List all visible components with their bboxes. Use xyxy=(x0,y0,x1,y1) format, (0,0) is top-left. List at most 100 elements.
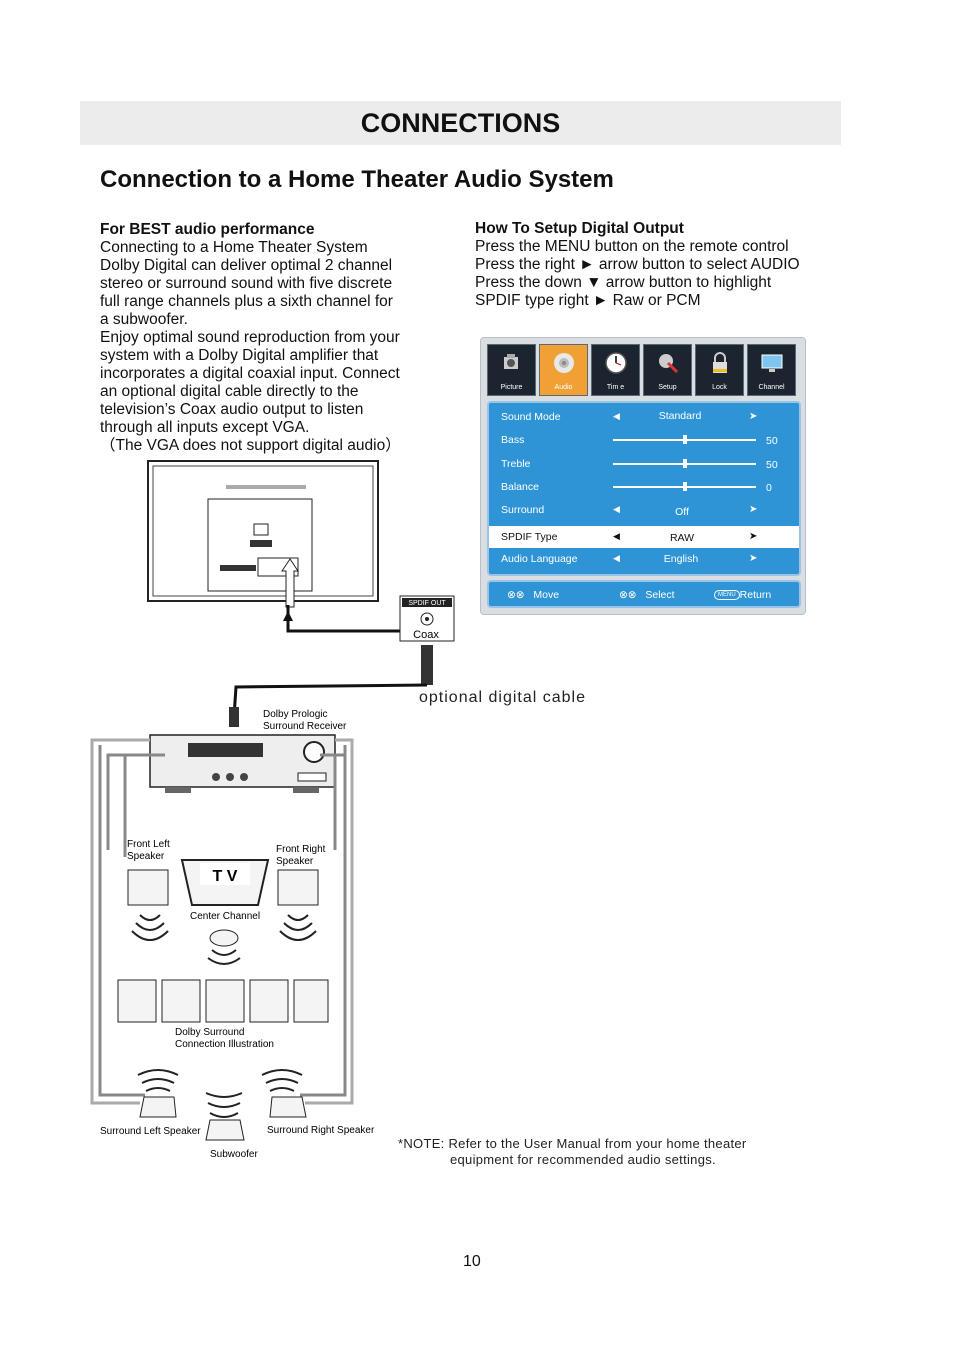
row-spdif-type[interactable]: SPDIF Type ◀ RAW ➤ xyxy=(489,526,799,548)
leftright-icon: ⊗⊗ xyxy=(619,589,637,601)
front-right-label: Front Right xyxy=(276,844,326,855)
tab-lock[interactable]: Lock xyxy=(695,344,744,396)
text-line: Enjoy optimal sound reproduction from yo… xyxy=(100,329,400,346)
tab-time[interactable]: Tim e xyxy=(591,344,640,396)
cable-plug-icon xyxy=(421,645,433,685)
bass-slider-knob[interactable] xyxy=(682,435,687,444)
tab-channel[interactable]: Channel xyxy=(747,344,796,396)
tv-front xyxy=(180,859,270,906)
page-title: CONNECTIONS xyxy=(360,108,561,138)
best-audio-heading: For BEST audio performance xyxy=(100,221,315,238)
right-arrow-icon[interactable]: ➤ xyxy=(749,531,758,542)
text-line: Press the down ▼ arrow button to highlig… xyxy=(475,274,772,291)
updown-icon: ⊗⊗ xyxy=(507,589,525,601)
return-label: Return xyxy=(739,589,772,601)
row-value: RAW xyxy=(669,532,695,544)
tab-setup[interactable]: Setup xyxy=(643,344,692,396)
text-line: Press the MENU button on the remote cont… xyxy=(475,238,789,255)
left-arrow-icon[interactable]: ◀ xyxy=(613,411,620,421)
tab-picture[interactable]: Picture xyxy=(487,344,536,396)
select-hint: ⊗⊗ Select xyxy=(619,589,675,601)
move-label: Move xyxy=(533,589,560,601)
row-value: 0 xyxy=(766,482,772,494)
note-line: *NOTE: Refer to the User Manual from you… xyxy=(398,1136,747,1151)
front-right-label: Speaker xyxy=(276,856,314,867)
text-line: stereo or surround sound with five discr… xyxy=(100,275,393,292)
surround-receiver xyxy=(149,734,336,793)
row-sound-mode[interactable]: Sound Mode ◀ Standard ➤ xyxy=(489,406,799,428)
balance-slider-knob[interactable] xyxy=(682,482,687,491)
text-line: television’s Coax audio output to listen xyxy=(100,401,364,418)
clock-icon xyxy=(605,352,627,374)
row-balance[interactable]: Balance 0 xyxy=(489,476,799,498)
move-hint: ⊗⊗ Move xyxy=(507,589,559,601)
illustration-label: Dolby Surround xyxy=(175,1027,244,1038)
note-line: equipment for recommended audio settings… xyxy=(450,1152,716,1167)
right-arrow-icon[interactable]: ➤ xyxy=(749,504,758,515)
upward-arrow xyxy=(281,558,299,608)
front-left-label: Front Left xyxy=(127,839,170,850)
text-line: Dolby Digital can deliver optimal 2 chan… xyxy=(100,257,393,274)
center-channel-label: Center Channel xyxy=(190,911,260,922)
text-line: Connecting to a Home Theater System xyxy=(100,239,368,256)
front-left-label: Speaker xyxy=(127,851,165,862)
text-line: SPDIF type right ► Raw or PCM xyxy=(475,292,701,309)
osd-audio-menu: Picture Audio Tim e Setup Lock Channel S… xyxy=(480,337,806,615)
surround-left-speaker xyxy=(137,1069,179,1118)
listeners xyxy=(117,979,329,1023)
wrench-icon xyxy=(659,354,679,374)
cable-label: optional digital cable xyxy=(419,689,586,706)
row-value: Standard xyxy=(658,410,702,422)
camera-icon xyxy=(504,354,518,369)
setup-heading: How To Setup Digital Output xyxy=(475,220,684,237)
right-arrow-icon[interactable]: ➤ xyxy=(749,411,758,422)
row-label: Sound Mode xyxy=(501,411,561,423)
row-bass[interactable]: Bass 50 xyxy=(489,429,799,451)
treble-slider-knob[interactable] xyxy=(682,459,687,468)
front-right-speaker xyxy=(277,869,319,941)
receiver-label: Dolby Prologic xyxy=(263,709,327,720)
row-label: Treble xyxy=(501,458,531,470)
text-line: full range channels plus a sixth channel… xyxy=(100,293,393,310)
speaker-icon xyxy=(554,353,574,373)
surround-left-label: Surround Left Speaker xyxy=(100,1126,201,1137)
subwoofer xyxy=(205,1092,245,1141)
text-line: an optional digital cable directly to th… xyxy=(100,383,359,400)
audio-settings-panel: Sound Mode ◀ Standard ➤ Bass 50 Treble 5… xyxy=(487,401,801,576)
row-label: Surround xyxy=(501,504,545,516)
note: *NOTE: Refer to the User Manual from you… xyxy=(398,1136,747,1168)
tv-rear-panel xyxy=(147,460,379,602)
subwoofer-label: Subwoofer xyxy=(210,1149,258,1160)
text-line: incorporates a digital coaxial input. Co… xyxy=(100,365,400,382)
tab-label: Channel xyxy=(758,384,785,391)
page-number: 10 xyxy=(463,1253,481,1270)
row-label: Balance xyxy=(501,481,539,493)
menu-key-pill: MENU xyxy=(714,590,740,601)
right-arrow-icon[interactable]: ➤ xyxy=(749,553,758,564)
row-treble[interactable]: Treble 50 xyxy=(489,453,799,475)
header-banner: CONNECTIONS xyxy=(80,101,841,145)
tab-label: Lock xyxy=(712,384,727,391)
row-label: Bass xyxy=(501,434,525,446)
text-line: through all inputs except VGA. xyxy=(100,419,310,436)
row-audio-language[interactable]: Audio Language ◀ English ➤ xyxy=(489,548,799,570)
coax-to-tv-line xyxy=(286,605,400,633)
surround-right-label: Surround Right Speaker xyxy=(267,1125,375,1136)
tab-audio[interactable]: Audio xyxy=(539,344,588,396)
text-line: system with a Dolby Digital amplifier th… xyxy=(100,347,379,364)
left-arrow-icon[interactable]: ◀ xyxy=(613,504,620,514)
lock-icon xyxy=(713,352,727,373)
front-left-speaker xyxy=(127,869,169,941)
row-surround[interactable]: Surround ◀ Off ➤ xyxy=(489,499,799,521)
row-value: 50 xyxy=(766,435,778,447)
speaker-wire xyxy=(98,745,145,1097)
left-arrow-icon[interactable]: ◀ xyxy=(613,553,620,563)
section-title: Connection to a Home Theater Audio Syste… xyxy=(100,166,614,193)
row-label: Audio Language xyxy=(501,553,578,565)
text-line: a subwoofer. xyxy=(100,311,188,328)
tab-label: Audio xyxy=(554,384,573,391)
row-value: English xyxy=(663,553,699,565)
left-arrow-icon[interactable]: ◀ xyxy=(613,531,620,541)
home-theater-diagram: SPDIF OUT Coax Dolby Prologic Surround R… xyxy=(90,460,455,1160)
